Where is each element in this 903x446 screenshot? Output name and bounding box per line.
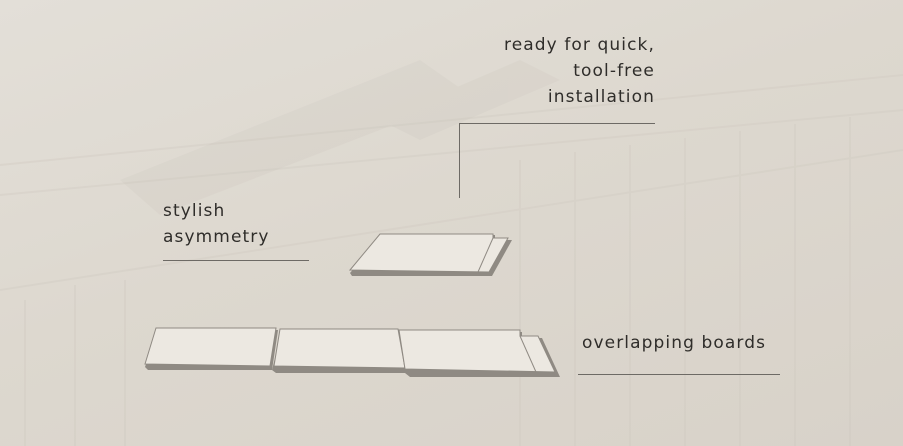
asymmetry-callout: stylish asymmetry bbox=[163, 198, 270, 250]
overlap-line-1: overlapping boards bbox=[582, 333, 767, 353]
installation-underline bbox=[459, 123, 655, 124]
overlapping-boards bbox=[144, 327, 560, 377]
installation-line-1: ready for quick, bbox=[503, 35, 655, 55]
installation-leader-line bbox=[459, 123, 460, 198]
overlap-callout: overlapping boards bbox=[582, 330, 766, 356]
asymmetry-line-1: stylish bbox=[163, 201, 226, 221]
installation-line-2: tool-free bbox=[573, 61, 655, 81]
asymmetry-underline bbox=[163, 260, 309, 261]
overlap-underline bbox=[578, 374, 780, 375]
asymmetry-line-2: asymmetry bbox=[163, 227, 270, 247]
installation-callout: ready for quick, tool-free installation bbox=[504, 32, 655, 110]
installation-line-3: installation bbox=[547, 87, 655, 107]
single-board bbox=[348, 233, 512, 276]
